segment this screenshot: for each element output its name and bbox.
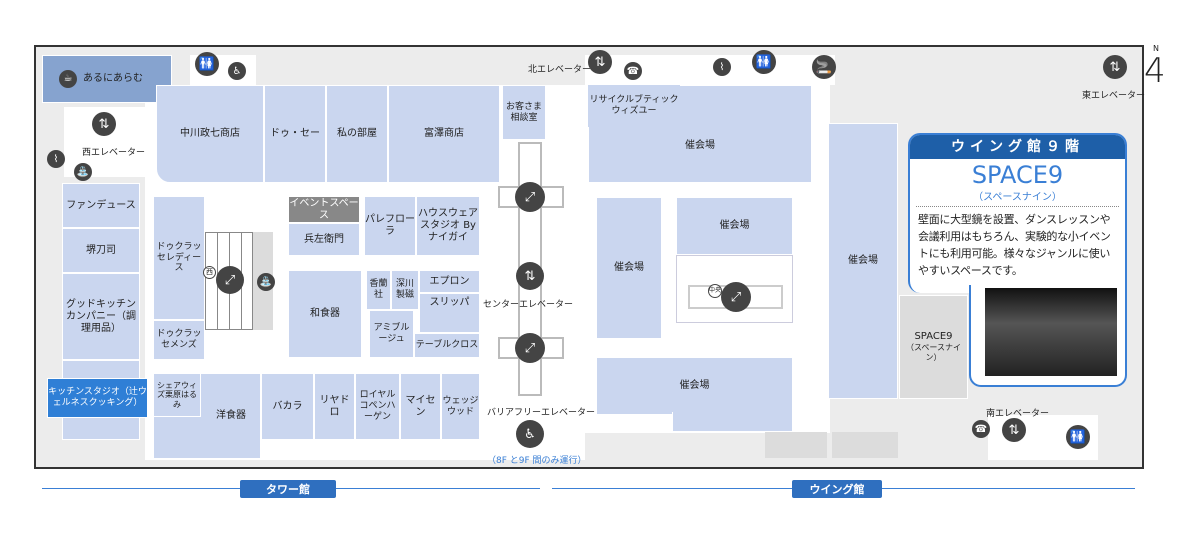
shop-amibleuge[interactable]: アミブルージュ (369, 310, 414, 358)
shop-kitchenstudio[interactable]: キッチンスタジオ（辻ウェルネスクッキング） (47, 378, 148, 418)
shop-watashi[interactable]: 私の部屋 (326, 85, 388, 183)
shop-goodkitchen[interactable]: グッドキッチンカンパニー（調理用品） (62, 273, 140, 360)
info-header: ウイング館９階 (910, 135, 1125, 159)
shop-hall-4b (672, 412, 793, 432)
shop-fukagawa[interactable]: 深川製磁 (391, 270, 419, 310)
space9-label: SPACE9 (914, 331, 953, 343)
shop-arunia-label: あるにあらむ (83, 73, 143, 84)
shop-dclasse-ladies[interactable]: ドゥクラッセレディース (153, 196, 205, 320)
corridor (585, 55, 835, 85)
tower-label: タワー館 (240, 480, 336, 498)
shop-arunia[interactable]: ☕ あるにあらむ (42, 55, 172, 103)
water-fountain-icon: ⛲ (257, 273, 275, 291)
shop-hall-2[interactable]: 催会場 (596, 197, 662, 339)
stairs-icon: ⌇ (713, 58, 731, 76)
north-elevator-label: 北エレベーター (528, 65, 592, 75)
shop-hall-3[interactable]: 催会場 (676, 197, 793, 255)
shop-washokki[interactable]: 和食器 (288, 270, 362, 358)
shop-baccarat[interactable]: バカラ (261, 373, 314, 440)
barrier-free-label: バリアフリーエレベーター (487, 408, 596, 418)
east-elevator-label: 東エレベーター (1082, 91, 1146, 101)
restroom-icon: 🚻 (752, 50, 776, 74)
space9-info-box: ウイング館９階 SPACE9 （スペースナイン） 壁面に大型鏡を設置、ダンスレッ… (908, 133, 1127, 293)
south-elevator-label: 南エレベーター (986, 409, 1050, 419)
shop-slipper[interactable]: スリッパ (419, 293, 480, 333)
service-room (832, 432, 898, 458)
elevator-icon[interactable]: ⇅ (1103, 55, 1127, 79)
shop-sharewith[interactable]: シェアウィズ栗原はるみ (153, 373, 201, 417)
shop-consult[interactable]: お客さま相談室 (502, 85, 546, 140)
escalator-icon: ⤢ (515, 333, 545, 363)
shop-apron[interactable]: エプロン (419, 270, 480, 293)
shop-yoshokki[interactable]: 洋食器 (216, 410, 246, 421)
elevator-icon[interactable]: ⇅ (1002, 418, 1026, 442)
shop-fandeuse[interactable]: ファンデュース (62, 183, 140, 228)
escalator-icon: ⤢ (216, 266, 244, 294)
shop-koransha[interactable]: 香蘭社 (366, 270, 391, 310)
escalator-icon: ⤢ (721, 282, 751, 312)
compass-north: N (1153, 44, 1159, 53)
restroom-icon: 🚻 (195, 52, 219, 76)
shop-space9[interactable]: SPACE9（スペースナイン） (899, 295, 968, 399)
center-elevator-label: センターエレベーター (483, 300, 574, 310)
shop-tablecloth[interactable]: テーブルクロス (414, 333, 480, 358)
shop-royal[interactable]: ロイヤルコペンハーゲン (355, 373, 400, 440)
shop-hall-4[interactable]: 催会場 (596, 357, 793, 415)
barrier-note: （8F と9F 間のみ運行） (487, 456, 587, 466)
info-subtitle: （スペースナイン） (916, 188, 1119, 207)
shop-wedgwood[interactable]: ウェッジウッド (441, 373, 480, 440)
space9-photo (985, 288, 1117, 376)
shop-hall-5[interactable]: 催会場 (828, 123, 898, 399)
elevator-icon[interactable]: ⇅ (516, 262, 544, 290)
phone-icon: ☎ (624, 62, 642, 80)
shop-hyozaemon[interactable]: 兵左衛門 (288, 223, 360, 256)
shop-dclasse-mens[interactable]: ドゥクラッセメンズ (153, 320, 205, 360)
wing-label: ウイング館 (792, 480, 882, 498)
west-badge: 西 (203, 266, 216, 279)
cafe-icon: ☕ (59, 70, 77, 88)
shop-sakai[interactable]: 堺刀司 (62, 228, 140, 273)
space9-sublabel: （スペースナイン） (905, 343, 962, 362)
info-description: 壁面に大型鏡を設置、ダンスレッスンや会議利用はもちろん、実験的な小イベントにも利… (918, 213, 1111, 277)
service-room (765, 432, 827, 458)
stairs-icon: ⌇ (47, 150, 65, 168)
shop-meissen[interactable]: マイセン (400, 373, 441, 440)
west-elevator-label: 西エレベーター (82, 148, 146, 158)
water-fountain-icon: ⛲ (74, 163, 92, 181)
accessible-elevator-icon[interactable]: ♿ (516, 420, 544, 448)
shop-lladro[interactable]: リヤドロ (314, 373, 355, 440)
restroom-icon: 🚻 (1066, 425, 1090, 449)
space9-info-photo-panel (969, 285, 1127, 387)
elevator-icon[interactable]: ⇅ (92, 112, 116, 136)
phone-icon: ☎ (972, 420, 990, 438)
info-title: SPACE9 (971, 161, 1064, 189)
escalator-icon: ⤢ (515, 182, 545, 212)
shop-dousei[interactable]: ドゥ・セー (264, 85, 326, 183)
shop-nakagawa[interactable]: 中川政七商店 (156, 85, 264, 183)
center-badge: 中央 (708, 284, 722, 298)
floor-number: 4 (1144, 51, 1166, 91)
shop-palaflora[interactable]: パレフローラ (364, 196, 416, 256)
shop-housewear[interactable]: ハウスウェアスタジオ By ナイガイ (416, 196, 480, 256)
smoking-area-icon: 🚬 (812, 55, 836, 79)
elevator-icon[interactable]: ⇅ (588, 50, 612, 74)
shop-recycle[interactable]: リサイクルブティック ウィズユー (588, 85, 680, 127)
shop-event[interactable]: イベントスペース (288, 196, 360, 223)
wheelchair-icon: ♿ (228, 62, 246, 80)
shop-tomizawa[interactable]: 富澤商店 (388, 85, 500, 183)
